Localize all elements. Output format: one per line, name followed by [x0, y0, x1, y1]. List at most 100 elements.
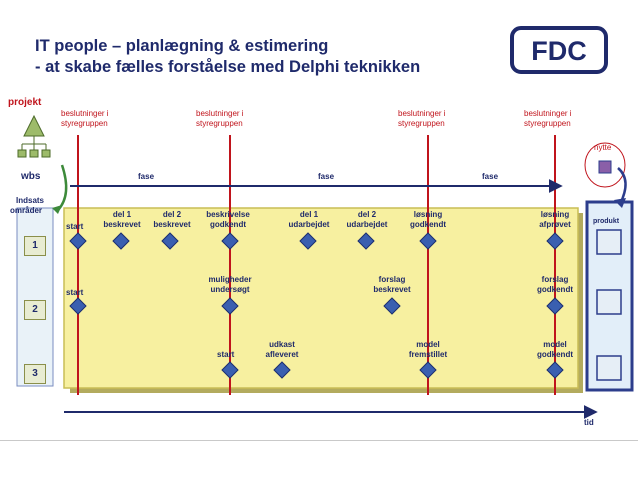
projekt-label: projekt — [8, 97, 42, 108]
title-line-1: IT people – planlægning & estimering — [35, 37, 329, 55]
r2-mul-b: undersøgt — [210, 285, 250, 294]
r3-mf-a: model — [416, 340, 440, 349]
r2-fg-b: godkendt — [537, 285, 573, 294]
milestones-row-2 — [69, 297, 564, 315]
milestone-start-1 — [69, 232, 87, 250]
milestone-start-2 — [69, 297, 87, 315]
milestone-del2-udarbejdet — [357, 232, 375, 250]
r1-loesning-b: godkendt — [410, 220, 446, 229]
milestones-row-1 — [69, 232, 564, 250]
phase-label-3: fase — [482, 172, 499, 181]
milestone-start-3 — [221, 361, 239, 379]
work-area — [63, 207, 579, 389]
milestones-row-3 — [221, 361, 564, 379]
benefit-label: nytte — [594, 143, 612, 152]
footer-divider — [0, 440, 638, 441]
r3-mg-a: model — [543, 340, 567, 349]
indsats-label: Indsats — [16, 196, 45, 205]
milestone-del2-beskrevet — [161, 232, 179, 250]
r1-del1-a: del 1 — [112, 210, 132, 219]
r2-fg-a: forslag — [541, 275, 569, 284]
steering-3-line1: beslutninger i — [398, 109, 446, 118]
milestone-del1-udarbejdet — [299, 232, 317, 250]
steering-1-line1: beslutninger i — [61, 109, 109, 118]
r1-start: start — [66, 222, 84, 231]
steering-2-line2: styregruppen — [196, 119, 243, 128]
product-box-2 — [596, 289, 622, 315]
r1-afproevet-a: løsning — [540, 210, 570, 219]
steering-4-line1: beslutninger i — [524, 109, 572, 118]
benefit-box — [598, 160, 612, 174]
steering-3-line2: styregruppen — [398, 119, 445, 128]
r1-del2u-a: del 2 — [357, 210, 377, 219]
milestone-model-fremstillet — [419, 361, 437, 379]
title-line-2: - at skabe fælles forståelse med Delphi … — [35, 58, 421, 76]
r1-del1-b: beskrevet — [103, 220, 141, 229]
r1-del2u-b: udarbejdet — [346, 220, 388, 229]
lane-3: 3 — [24, 364, 46, 384]
milestone-udkast — [273, 361, 291, 379]
fdc-logo: FDC — [510, 26, 608, 74]
lanes-panel — [16, 207, 54, 387]
r1-del1u-a: del 1 — [299, 210, 319, 219]
milestone-model-godkendt — [546, 361, 564, 379]
lane-2: 2 — [24, 300, 46, 320]
wbs-label: wbs — [21, 171, 41, 182]
r2-mul-a: muligheder — [208, 275, 252, 284]
r1-beskrivelse-b: godkendt — [210, 220, 246, 229]
milestone-beskrivelse-godkendt — [221, 232, 239, 250]
product-box-3 — [596, 355, 622, 381]
r3-start: start — [217, 350, 235, 359]
r3-udkast-a: udkast — [269, 340, 295, 349]
r2-start: start — [66, 288, 84, 297]
r3-udkast-b: afleveret — [265, 350, 299, 359]
steering-2-line1: beslutninger i — [196, 109, 244, 118]
r1-afproevet-b: afprøvet — [539, 220, 571, 229]
milestone-loesning-afproevet — [546, 232, 564, 250]
milestone-muligheder — [221, 297, 239, 315]
r3-mg-b: godkendt — [537, 350, 573, 359]
wbs-tree-icon — [17, 114, 51, 158]
r1-loesning-a: løsning — [413, 210, 443, 219]
time-label: tid — [584, 418, 594, 427]
logo-text: FDC — [531, 36, 587, 66]
r1-del1u-b: udarbejdet — [288, 220, 330, 229]
r1-del2-b: beskrevet — [153, 220, 191, 229]
product-label: produkt — [593, 218, 620, 225]
lane-1: 1 — [24, 236, 46, 256]
milestone-forslag-godkendt — [546, 297, 564, 315]
phase-label-2: fase — [318, 172, 335, 181]
omraader-label: områder — [10, 206, 43, 215]
product-box-1 — [596, 229, 622, 255]
milestone-loesning-godkendt — [419, 232, 437, 250]
milestone-del1-beskrevet — [112, 232, 130, 250]
wbs-curve-arrow — [57, 164, 68, 211]
page-title: IT people – planlægning & estimering - a… — [35, 36, 420, 78]
milestone-forslag-beskrevet — [383, 297, 401, 315]
phase-label-1: fase — [138, 172, 155, 181]
r3-mf-b: fremstillet — [408, 350, 448, 359]
steering-1-line2: styregruppen — [61, 119, 108, 128]
steering-4-line2: styregruppen — [524, 119, 571, 128]
r2-fb-a: forslag — [378, 275, 406, 284]
steering-lines — [77, 135, 556, 395]
r1-beskrivelse-a: beskrivelse — [206, 210, 250, 219]
